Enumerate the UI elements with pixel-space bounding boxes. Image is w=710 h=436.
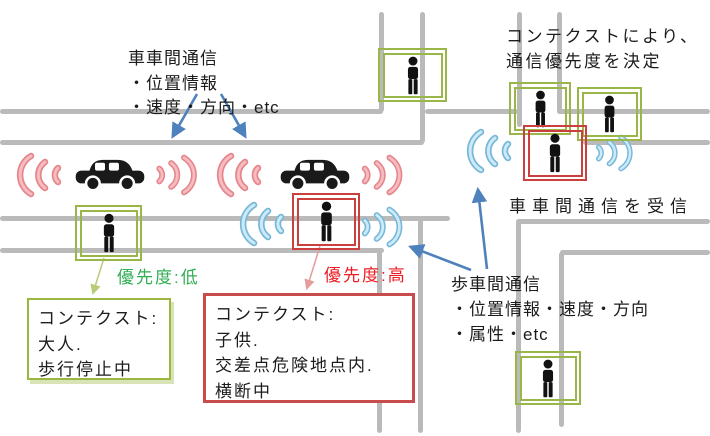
context-decision-line-1: コンテクストにより、: [506, 27, 700, 46]
pedestrian-icon: [535, 90, 545, 127]
context-high-line-1: コンテクスト:: [215, 305, 336, 324]
p2v-line-2: ・位置情報・速度・方向: [451, 300, 649, 319]
road-horizontal-edge-bottom-right: [516, 219, 710, 224]
radio-wave-icon-car1-right: [150, 154, 207, 196]
radio-wave-icon-car1-left: [6, 152, 68, 198]
car-icon-right: [279, 152, 351, 192]
v2v-line-1: 車車間通信: [128, 49, 218, 68]
road-horizontal-sidewalk-bot-left: [0, 248, 384, 253]
context-high-line-3: 交差点危険地点内.: [215, 356, 374, 375]
p2v-annotation: 歩車間通信 ・位置情報・速度・方向 ・属性・etc: [451, 272, 649, 347]
road-horizontal-edge-top-right: [583, 140, 710, 145]
p2v-line-3: ・属性・etc: [451, 325, 549, 344]
context-low-line-2: 大人.: [38, 334, 83, 354]
road-vertical-lower-right-right: [559, 252, 564, 427]
radio-wave-icon-ped-right: [357, 206, 411, 248]
context-low-line-1: コンテクスト:: [38, 309, 159, 328]
radio-wave-icon-cluster-left: [459, 126, 515, 176]
v2v-annotation: 車車間通信 ・位置情報 ・速度・方向・etc: [128, 47, 280, 121]
radio-wave-icon-car2-right: [357, 154, 411, 196]
context-box-high-priority: コンテクスト: 子供. 交差点危険地点内. 横断中: [203, 293, 415, 403]
pedestrian-box-cluster-b: [577, 87, 642, 141]
arrow-icon-p2v-up: [471, 186, 489, 270]
road-horizontal-edge-bottom-left: [0, 216, 450, 221]
radio-wave-icon-car2-left: [209, 152, 265, 198]
pedestrian-box-top-road: [378, 48, 447, 102]
road-vertical-upper-right-left: [517, 12, 522, 127]
context-low-line-3: 歩行停止中: [38, 360, 133, 379]
pedestrian-icon: [320, 201, 332, 242]
pedestrian-icon: [103, 213, 114, 253]
pedestrian-icon: [549, 133, 561, 173]
context-high-line-2: 子供.: [215, 330, 260, 350]
road-vertical-upper-right-right: [557, 12, 562, 112]
v2v-receive-label: 車車間通信を受信: [509, 197, 693, 216]
pedestrian-box-cluster-priority: [523, 125, 587, 181]
context-box-low-priority: コンテクスト: 大人. 歩行停止中: [27, 298, 171, 380]
pedestrian-icon: [542, 359, 554, 397]
road-vertical-upper-mid-left: [379, 12, 384, 112]
v2v-line-3: ・速度・方向・etc: [128, 98, 280, 117]
road-vertical-upper-mid-right: [420, 12, 425, 143]
pedestrian-box-bottom-right: [515, 351, 581, 405]
context-high-line-4: 横断中: [215, 381, 272, 401]
priority-low-label: 優先度:低: [117, 268, 200, 287]
priority-high-label: 優先度:高: [324, 266, 407, 285]
context-decision-annotation: コンテクストにより、 通信優先度を決定: [506, 24, 699, 74]
context-decision-line-2: 通信優先度を決定: [506, 52, 662, 71]
connector-low-priority: [90, 257, 105, 296]
pedestrian-box-crossing-high: [292, 193, 360, 250]
pedestrian-box-left-sidewalk: [75, 205, 142, 261]
pedestrian-icon: [604, 95, 615, 133]
road-horizontal-sidewalk-top-mid: [425, 109, 518, 114]
v2v-receive-annotation: 車車間通信を受信: [509, 195, 693, 220]
p2v-line-1: 歩車間通信: [451, 275, 541, 294]
road-vertical-lower-right-left: [516, 221, 521, 433]
pedestrian-icon: [407, 56, 418, 94]
road-vertical-lower-mid-right: [418, 218, 423, 433]
road-horizontal-sidewalk-bot-right: [560, 250, 710, 255]
road-horizontal-sidewalk-top-right: [557, 109, 710, 114]
road-horizontal-edge-top-left: [0, 140, 424, 145]
v2v-line-2: ・位置情報: [128, 73, 218, 93]
radio-wave-icon-ped-left: [229, 201, 291, 247]
car-icon-left: [74, 152, 146, 192]
